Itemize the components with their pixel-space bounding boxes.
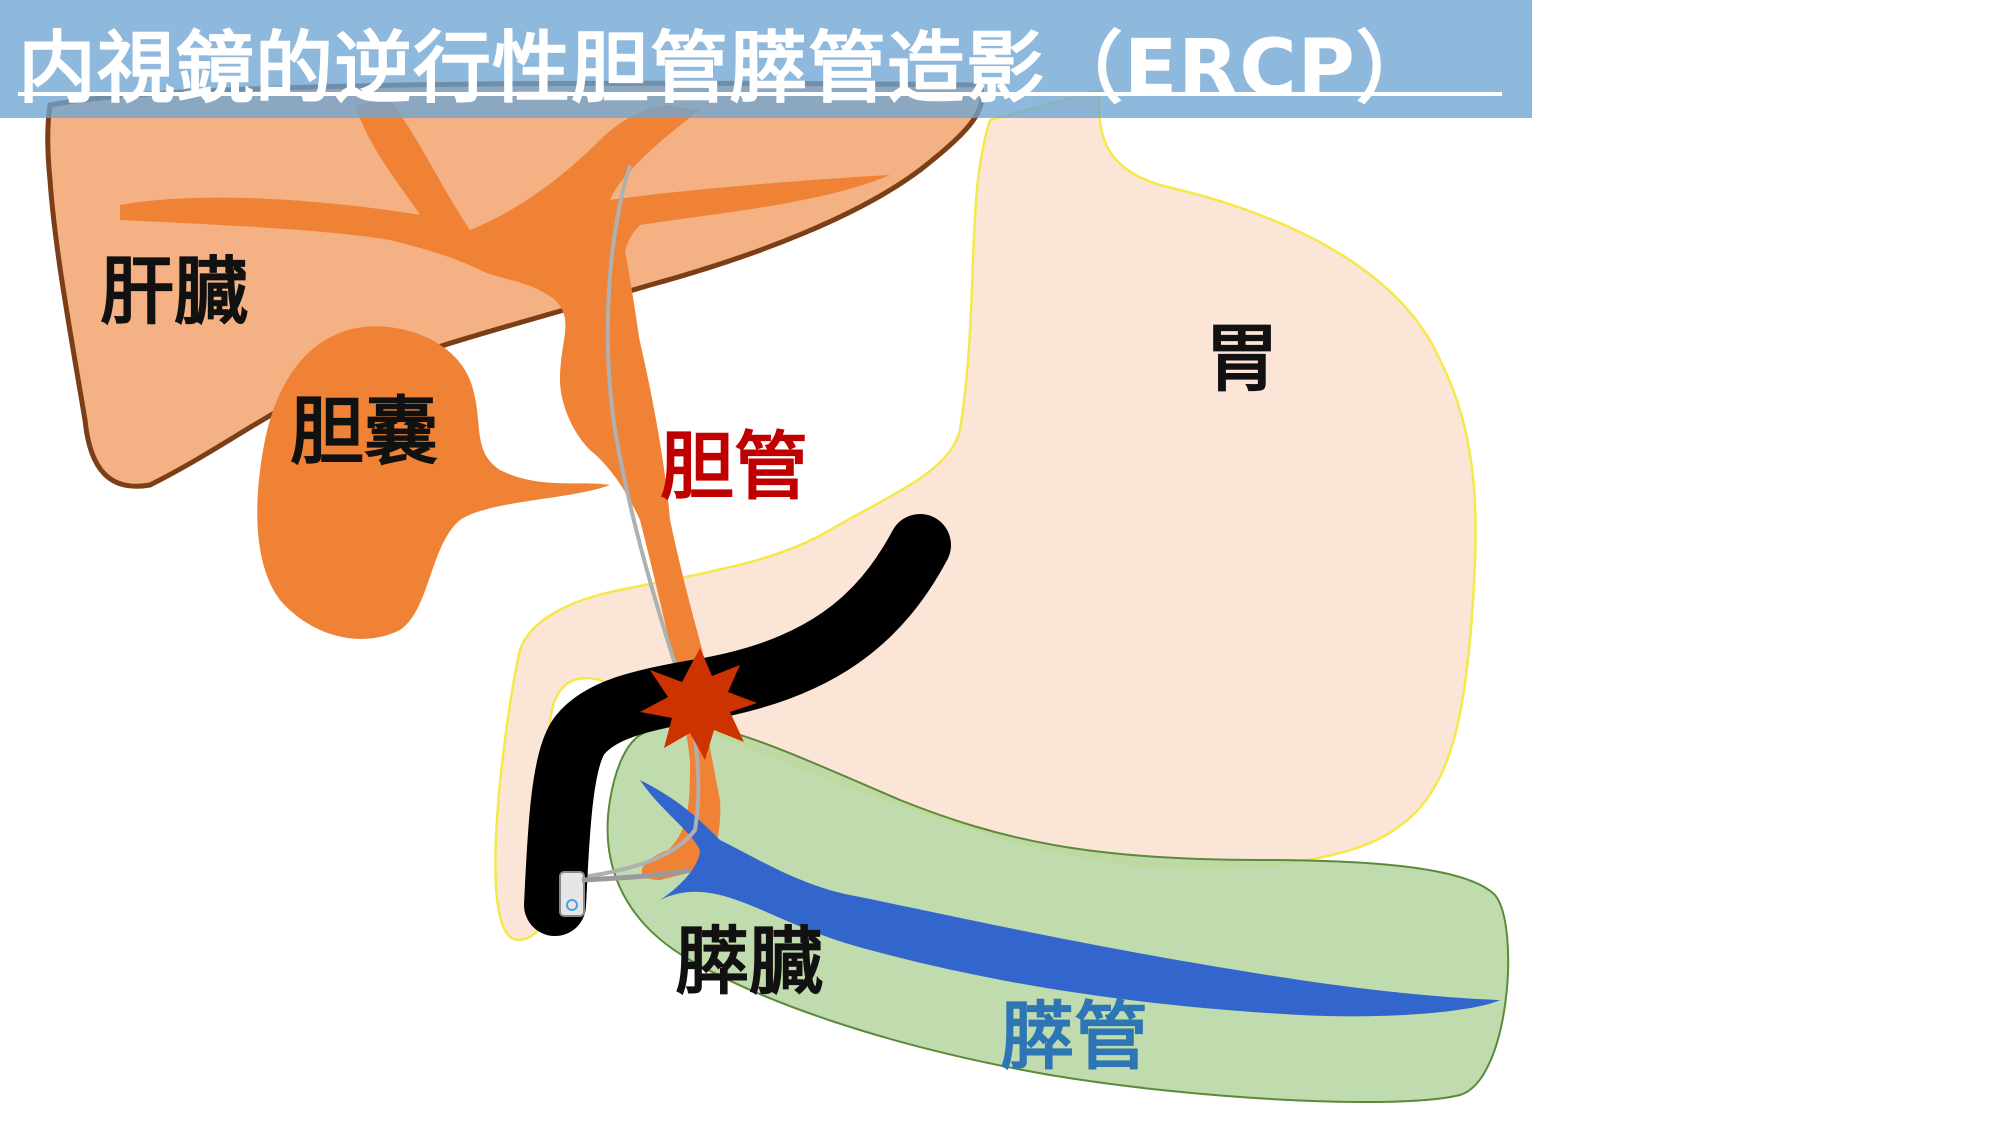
endoscope-tip-lens (566, 899, 578, 911)
title-band: 内視鏡的逆行性胆管膵管造影（ERCP） (0, 0, 1532, 118)
gallbladder-shape (257, 326, 610, 639)
label-pancreatic-duct: 膵管 (1000, 994, 1148, 1080)
catheter (581, 867, 691, 883)
label-gallbladder: 胆嚢 (290, 389, 438, 475)
label-stomach: 胃 (1205, 316, 1279, 402)
pancreatic-duct (640, 780, 1500, 1017)
bile-duct-tree (120, 100, 890, 690)
label-pancreas: 膵臓 (675, 919, 823, 1005)
label-liver: 肝臓 (100, 249, 248, 335)
endoscope (524, 514, 951, 936)
page-title: 内視鏡的逆行性胆管膵管造影（ERCP） (18, 24, 1435, 114)
label-bile-duct: 胆管 (660, 424, 808, 510)
title-underline (18, 92, 1502, 96)
papilla-burst-marker (640, 648, 757, 760)
guide-wire (559, 164, 701, 882)
